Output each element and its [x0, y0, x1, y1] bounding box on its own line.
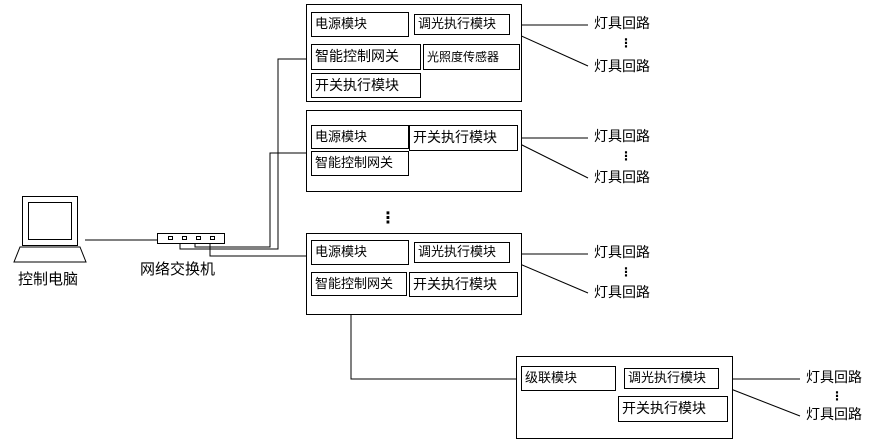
- network-switch-label: 网络交换机: [140, 260, 216, 278]
- switch-box3-link: [209, 243, 312, 257]
- box3-power-module: 电源模块: [311, 240, 409, 265]
- box1-power-module: 电源模块: [311, 12, 409, 37]
- box4-dimming-module: 调光执行模块: [624, 368, 719, 389]
- box2-loop-bottom-line: [517, 142, 589, 179]
- box3-switch-exec: 开关执行模块: [409, 272, 518, 297]
- box4-loop-ellipsis: ⋮: [831, 389, 843, 403]
- box3-cascade-link: [350, 310, 519, 380]
- box3-loop-top: 灯具回路: [594, 245, 650, 261]
- box2-loop-ellipsis: ⋮: [620, 149, 632, 163]
- box4-loop-top: 灯具回路: [806, 370, 862, 386]
- box3-gateway: 智能控制网关: [311, 272, 407, 296]
- control-pc-label: 控制电脑: [18, 270, 79, 288]
- box3-loop-ellipsis: ⋮: [620, 265, 632, 279]
- switch-box1-link: [179, 58, 312, 250]
- box1-gateway: 智能控制网关: [311, 44, 421, 70]
- box2-loop-top: 灯具回路: [594, 129, 650, 145]
- box1-light-sensor: 光照度传感器: [423, 44, 520, 70]
- box3-loop-bottom: 灯具回路: [594, 285, 650, 301]
- box2-switch-exec: 开关执行模块: [409, 125, 518, 151]
- box1-switch-exec: 开关执行模块: [311, 73, 421, 98]
- box2-gateway: 智能控制网关: [311, 151, 409, 176]
- switch-box2-link: [194, 152, 312, 248]
- box3-dimming-module: 调光执行模块: [414, 242, 510, 263]
- box1-loop-top: 灯具回路: [594, 16, 650, 32]
- box1-loop-ellipsis: ⋮: [620, 36, 632, 50]
- units-ellipsis: ⋮: [380, 208, 396, 227]
- box4-switch-exec: 开关执行模块: [618, 396, 728, 422]
- box1-dimming-module: 调光执行模块: [414, 14, 510, 35]
- box1-loop-bottom: 灯具回路: [594, 59, 650, 75]
- box2-power-module: 电源模块: [311, 125, 409, 149]
- box4-loop-bottom: 灯具回路: [806, 407, 862, 423]
- box2-loop-bottom: 灯具回路: [594, 170, 650, 186]
- cascade-module: 级联模块: [521, 366, 616, 391]
